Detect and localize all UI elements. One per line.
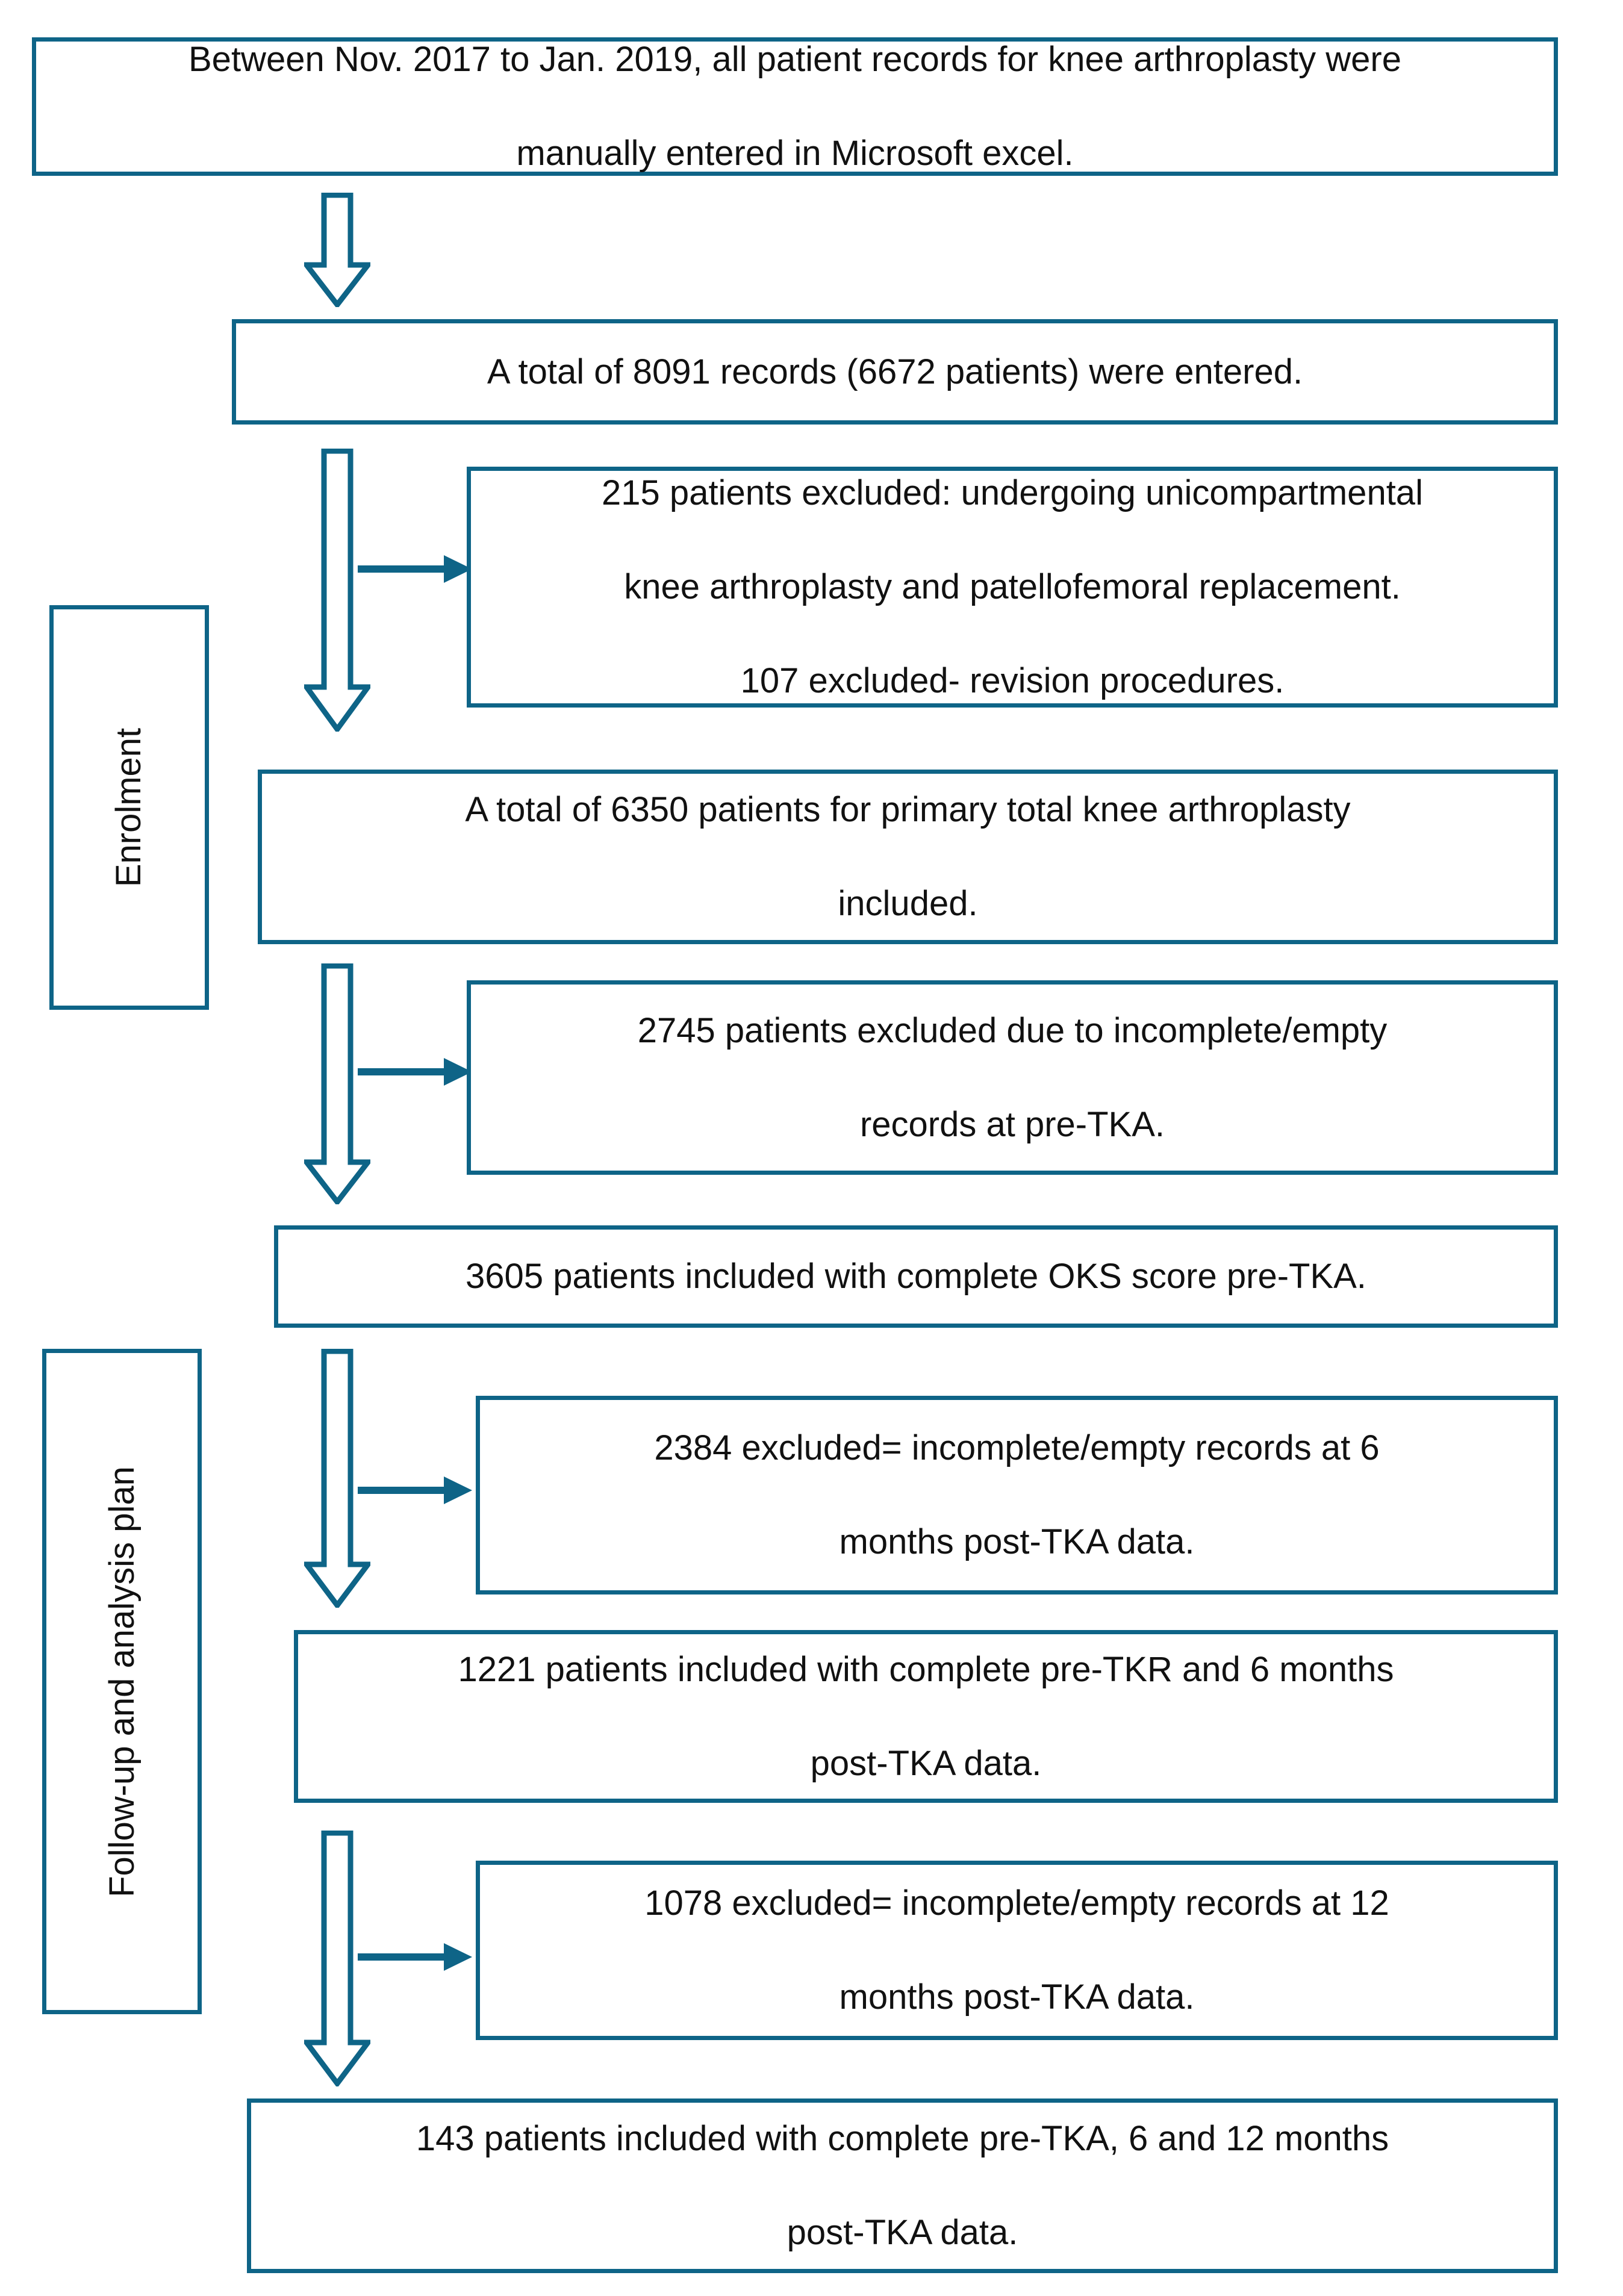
right-arrow-2 [357, 1051, 477, 1093]
box-excluded-12m-text: 1078 excluded= incomplete/empty records … [500, 1873, 1533, 2027]
box-excluded-unicompartmental-line2: knee arthroplasty and patellofemoral rep… [624, 567, 1401, 607]
down-block-arrow-5 [304, 1831, 370, 2086]
box-excluded-pre-tka: 2745 patients excluded due to incomplete… [467, 980, 1558, 1175]
box-source-records-line2: manually entered in Microsoft excel. [516, 134, 1074, 173]
box-included-12m-line1: 143 patients included with complete pre-… [416, 2119, 1389, 2159]
stage-label-enrolment-text: Enrolment [109, 727, 149, 888]
box-included-6m-line1: 1221 patients included with complete pre… [458, 1649, 1394, 1689]
stage-label-enrolment: Enrolment [49, 605, 209, 1010]
box-included-6m: 1221 patients included with complete pre… [294, 1630, 1558, 1803]
down-block-arrow-1 [304, 193, 370, 307]
box-excluded-6m-text: 2384 excluded= incomplete/empty records … [500, 1418, 1533, 1572]
box-excluded-6m-line2: months post-TKA data. [839, 1522, 1195, 1561]
box-oks-pre-tka: 3605 patients included with complete OKS… [274, 1225, 1558, 1328]
stage-label-followup: Follow-up and analysis plan [42, 1349, 202, 2014]
box-excluded-pre-tka-line2: records at pre-TKA. [859, 1104, 1165, 1144]
box-excluded-pre-tka-text: 2745 patients excluded due to incomplete… [491, 1001, 1533, 1155]
box-primary-tka-included-line2: included. [838, 884, 978, 923]
box-excluded-unicompartmental: 215 patients excluded: undergoing unicom… [467, 467, 1558, 708]
box-included-12m-line2: post-TKA data. [787, 2213, 1018, 2252]
box-source-records-line1: Between Nov. 2017 to Jan. 2019, all pati… [188, 40, 1401, 79]
box-total-entered-text: A total of 8091 records (6672 patients) … [257, 342, 1533, 402]
box-excluded-unicompartmental-line3: 107 excluded- revision procedures. [740, 661, 1285, 700]
box-excluded-unicompartmental-line1: 215 patients excluded: undergoing unicom… [602, 473, 1423, 513]
box-total-entered: A total of 8091 records (6672 patients) … [232, 319, 1558, 425]
box-excluded-6m-line1: 2384 excluded= incomplete/empty records … [654, 1428, 1380, 1468]
box-oks-pre-tka-line1: 3605 patients included with complete OKS… [466, 1257, 1366, 1296]
box-excluded-12m: 1078 excluded= incomplete/empty records … [476, 1861, 1558, 2040]
box-excluded-12m-line1: 1078 excluded= incomplete/empty records … [644, 1884, 1389, 1923]
box-primary-tka-included: A total of 6350 patients for primary tot… [258, 770, 1558, 944]
box-oks-pre-tka-text: 3605 patients included with complete OKS… [299, 1246, 1533, 1307]
right-arrow-1 [357, 548, 477, 590]
box-included-12m: 143 patients included with complete pre-… [247, 2098, 1558, 2273]
down-block-arrow-4 [304, 1349, 370, 1608]
box-excluded-pre-tka-line1: 2745 patients excluded due to incomplete… [637, 1010, 1388, 1050]
box-excluded-6m: 2384 excluded= incomplete/empty records … [476, 1396, 1558, 1594]
stage-label-followup-text: Follow-up and analysis plan [102, 1466, 142, 1897]
box-total-entered-line1: A total of 8091 records (6672 patients) … [487, 352, 1303, 391]
box-source-records: Between Nov. 2017 to Jan. 2019, all pati… [32, 37, 1558, 176]
right-arrow-3 [357, 1469, 477, 1511]
box-primary-tka-included-line1: A total of 6350 patients for primary tot… [465, 790, 1351, 830]
right-arrow-4 [357, 1936, 477, 1978]
down-block-arrow-2 [304, 449, 370, 732]
box-source-records-text: Between Nov. 2017 to Jan. 2019, all pati… [57, 30, 1533, 184]
box-included-12m-text: 143 patients included with complete pre-… [272, 2109, 1533, 2263]
box-primary-tka-included-text: A total of 6350 patients for primary tot… [282, 780, 1533, 934]
down-block-arrow-3 [304, 963, 370, 1204]
box-included-6m-text: 1221 patients included with complete pre… [319, 1640, 1533, 1794]
box-included-6m-line2: post-TKA data. [810, 1743, 1042, 1783]
box-excluded-12m-line2: months post-TKA data. [839, 1977, 1195, 2017]
box-excluded-unicompartmental-text: 215 patients excluded: undergoing unicom… [491, 463, 1533, 711]
